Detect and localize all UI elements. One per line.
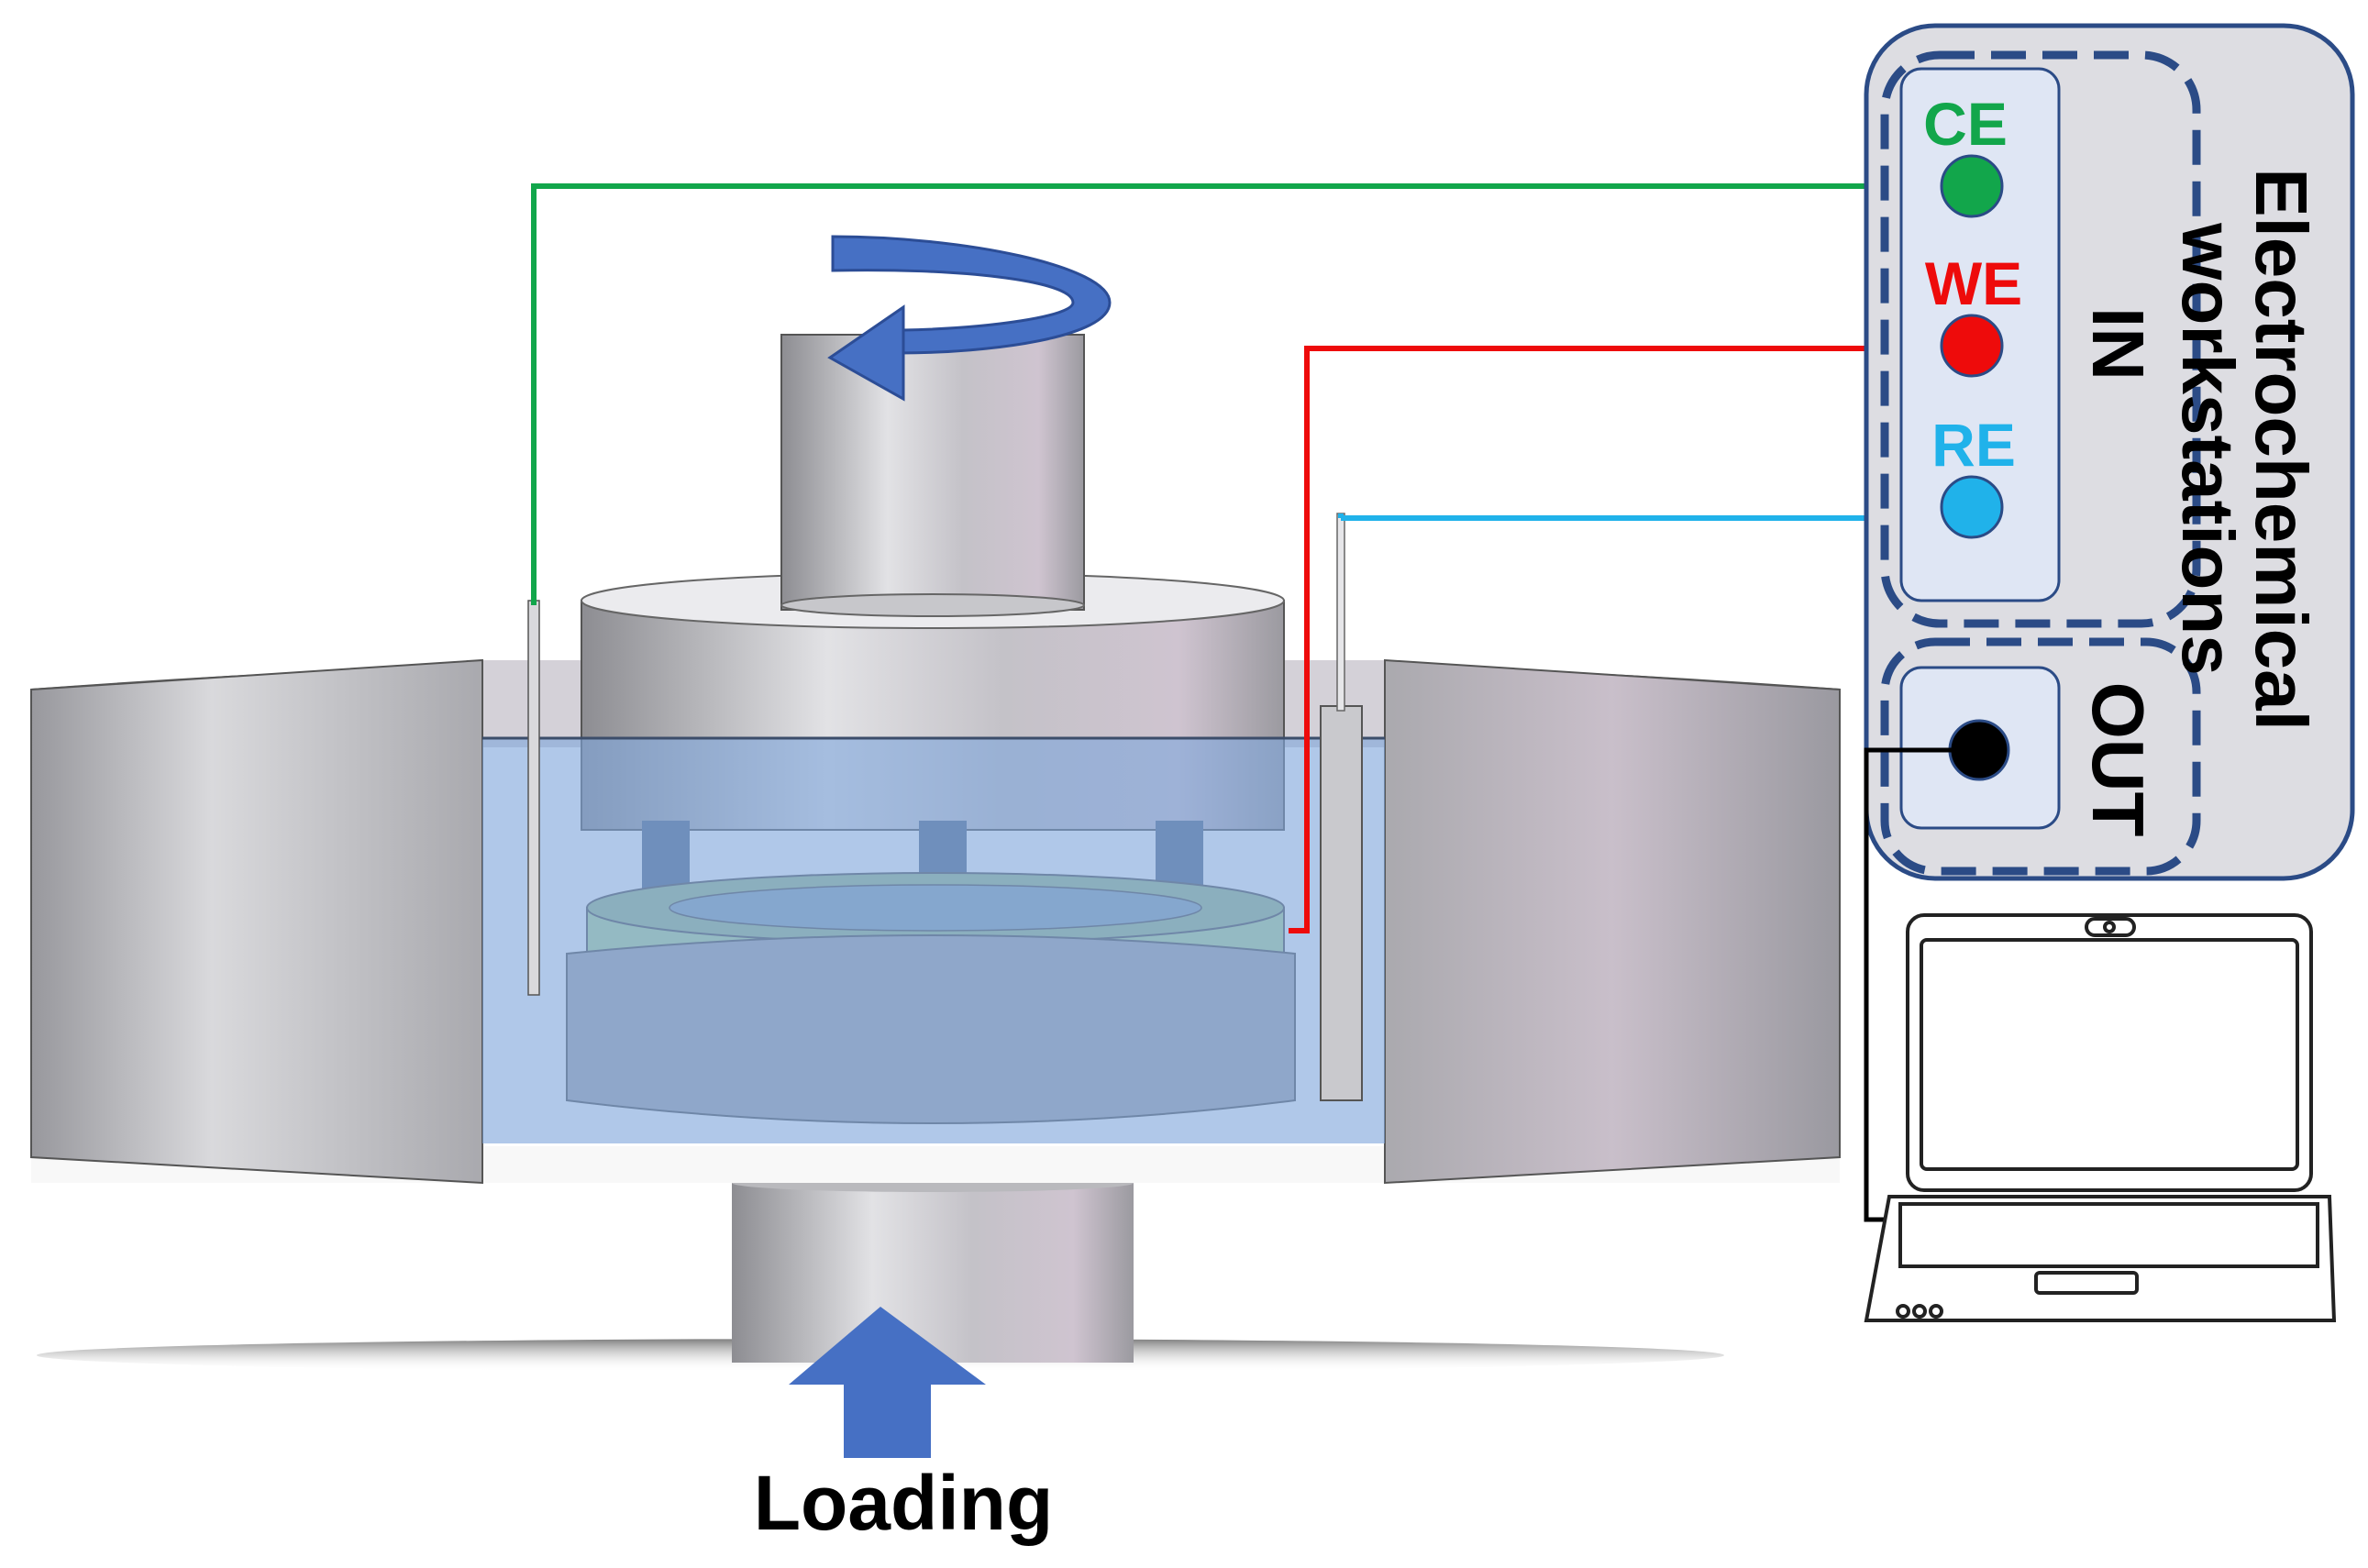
- loading-label: Loading: [754, 1460, 1054, 1546]
- container-wall-right: [1384, 658, 1841, 1185]
- curved-arrow-icon: [827, 235, 1112, 402]
- ce-label: CE: [1923, 90, 2008, 158]
- workstation-title-line2: workstations: [2167, 222, 2249, 675]
- electrolyte-bath: [482, 738, 1385, 1143]
- re-label: RE: [1931, 411, 2016, 479]
- ce-wire: [531, 183, 1972, 605]
- reference-electrode-wire: [1336, 513, 1345, 712]
- in-label: IN: [2077, 307, 2159, 381]
- we-terminal: [1940, 314, 2004, 378]
- out-label: OUT: [2077, 682, 2159, 837]
- ce-terminal: [1940, 154, 2004, 218]
- we-wire: [1289, 346, 1972, 933]
- counter-electrode: [527, 600, 540, 996]
- reference-electrode-tube: [1320, 705, 1363, 1101]
- container-wall-left: [30, 658, 483, 1185]
- up-arrow-icon: [789, 1307, 986, 1458]
- we-label: WE: [1925, 249, 2022, 317]
- rotating-shaft: [780, 334, 1085, 611]
- re-terminal: [1940, 475, 2004, 539]
- loading-shaft: [732, 1183, 1134, 1363]
- laptop-icon: [1864, 913, 2337, 1322]
- out-box: [1880, 637, 2201, 876]
- in-box: [1880, 50, 2201, 628]
- workstation-title-line1: Electrochemical: [2241, 168, 2322, 731]
